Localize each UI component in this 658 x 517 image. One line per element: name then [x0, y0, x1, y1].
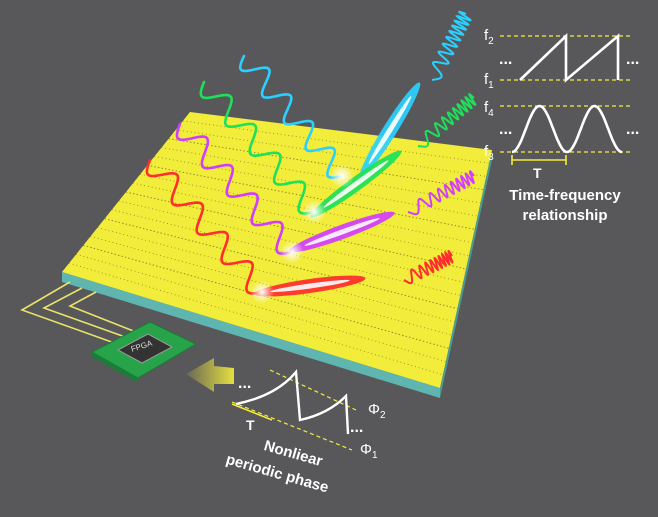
sine-period-label: T — [533, 165, 542, 181]
incident-wave-purple — [175, 122, 294, 255]
phase-curve — [235, 368, 350, 435]
chirp-wave-red — [403, 249, 454, 285]
phase-ellipsis-left: ... — [238, 375, 251, 392]
fpga-chip — [116, 333, 174, 364]
incident-wave-blue — [238, 54, 344, 179]
beam-blue-core — [368, 96, 412, 164]
f1-label: f1 — [484, 71, 494, 91]
pcb-edge — [92, 352, 138, 383]
beam-purple-core — [304, 218, 380, 246]
sawtooth-panel: f2 f1 ... ... — [484, 27, 639, 91]
phase-period-label: T — [246, 417, 255, 433]
phi2-label: Φ2 — [368, 401, 386, 421]
caption-time-frequency: Time-frequency — [509, 187, 621, 204]
metasurface-stripe — [168, 138, 484, 191]
sparkle-green — [302, 200, 326, 224]
metasurface-stripe — [161, 147, 481, 204]
metasurface-stripe — [133, 182, 469, 257]
beam-green-core — [323, 160, 389, 208]
phi2-guide — [269, 369, 357, 411]
sine-ellipsis-right: ... — [626, 121, 639, 138]
phase-period-bracket — [231, 403, 273, 421]
substrate-front-edge — [62, 272, 440, 398]
incident-wave-red — [145, 158, 264, 295]
control-lines — [20, 281, 137, 346]
chirp-wave-purple — [407, 169, 475, 216]
metasurface-stripe — [90, 235, 452, 336]
caption-relationship: relationship — [522, 207, 607, 224]
sine-curve — [511, 104, 623, 154]
beam-red-core — [270, 279, 350, 293]
f3-label: f3 — [484, 143, 494, 163]
sparkle-purple — [280, 240, 304, 264]
reflected-beams — [254, 82, 421, 297]
chirp-wave-blue — [431, 10, 472, 81]
metasurface-stripe — [154, 155, 478, 217]
metasurface-stripe — [147, 164, 475, 230]
metasurface-stripe — [68, 262, 444, 376]
metasurface-stripe — [104, 218, 458, 310]
chirped-waves — [403, 10, 477, 285]
fpga-board: FPGA — [90, 321, 198, 383]
sine-panel: f4 f3 ... ... T Time-frequency relations… — [484, 99, 639, 224]
sawtooth-curve — [519, 32, 620, 83]
hit-sparkles — [250, 164, 354, 304]
f2-label: f2 — [484, 27, 494, 47]
sine-ellipsis-left: ... — [499, 121, 512, 138]
control-arrow — [186, 358, 234, 392]
sawtooth-ellipsis-right: ... — [626, 51, 639, 68]
phi1-guide — [231, 401, 353, 451]
f4-label: f4 — [484, 99, 494, 119]
sparkle-red — [250, 280, 274, 304]
metasurface-stripe — [97, 227, 455, 323]
phi1-label: Φ1 — [360, 441, 378, 461]
incident-wave-green — [199, 80, 316, 215]
phase-ellipsis-right: ... — [350, 419, 363, 436]
sawtooth-ellipsis-left: ... — [499, 51, 512, 68]
chirp-wave-green — [418, 92, 477, 148]
substrate-right-edge — [440, 150, 492, 398]
incident-waves — [145, 54, 344, 295]
sparkle-blue — [330, 164, 354, 188]
phase-panel: T ... ... Φ2 Φ1 Nonliear periodic phase — [224, 368, 386, 496]
